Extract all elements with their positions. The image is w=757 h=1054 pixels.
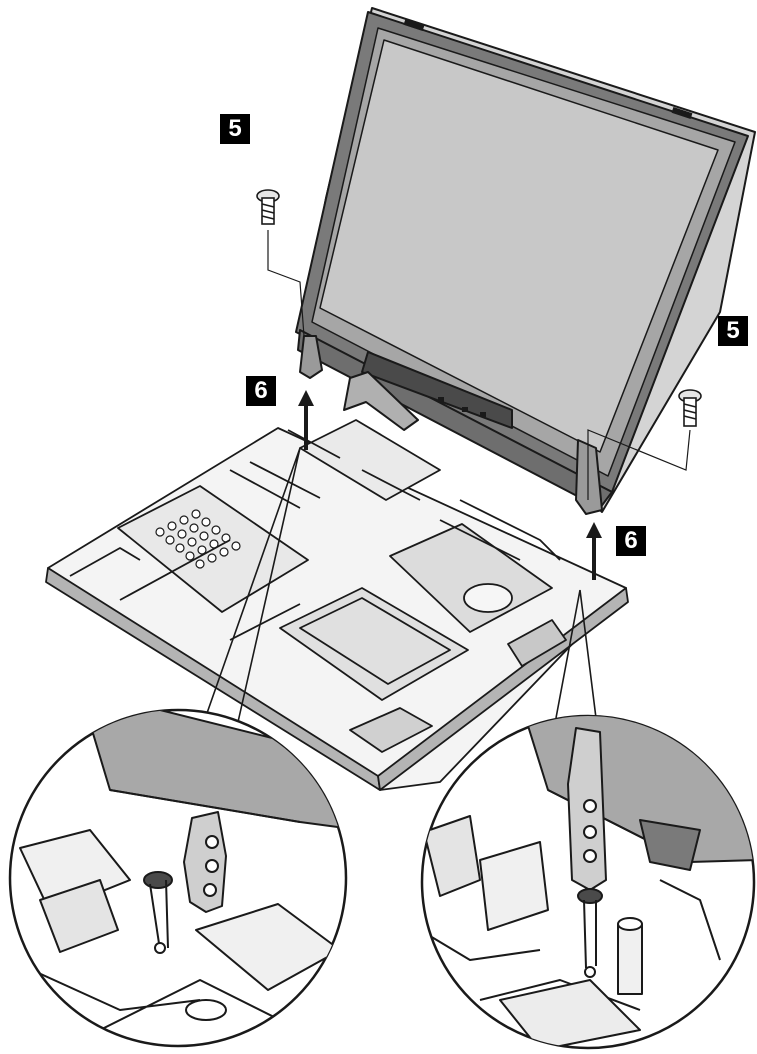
magnifier-leaders: [205, 447, 597, 723]
screw-right: [678, 389, 702, 427]
right-hinge: [575, 439, 603, 515]
lift-arrows: [298, 390, 602, 580]
screw-left: [256, 189, 280, 225]
memory-slot: [279, 587, 469, 701]
cooling-fan-area: [389, 523, 553, 633]
callout-lift-left: 6: [246, 376, 276, 406]
system-base: [45, 419, 629, 791]
detail-view-left-hinge: [8, 708, 348, 1048]
screw-leaders: [267, 230, 691, 500]
callout-screw-right: 5: [718, 316, 748, 346]
left-hinge: [299, 335, 323, 379]
lcd-panel: [319, 39, 719, 453]
detail-view-right-hinge: [420, 714, 756, 1050]
lcd-cable: [343, 371, 419, 431]
lcd-assembly: [295, 7, 756, 515]
callout-screw-left: 5: [220, 114, 250, 144]
callout-lift-right: 6: [616, 526, 646, 556]
